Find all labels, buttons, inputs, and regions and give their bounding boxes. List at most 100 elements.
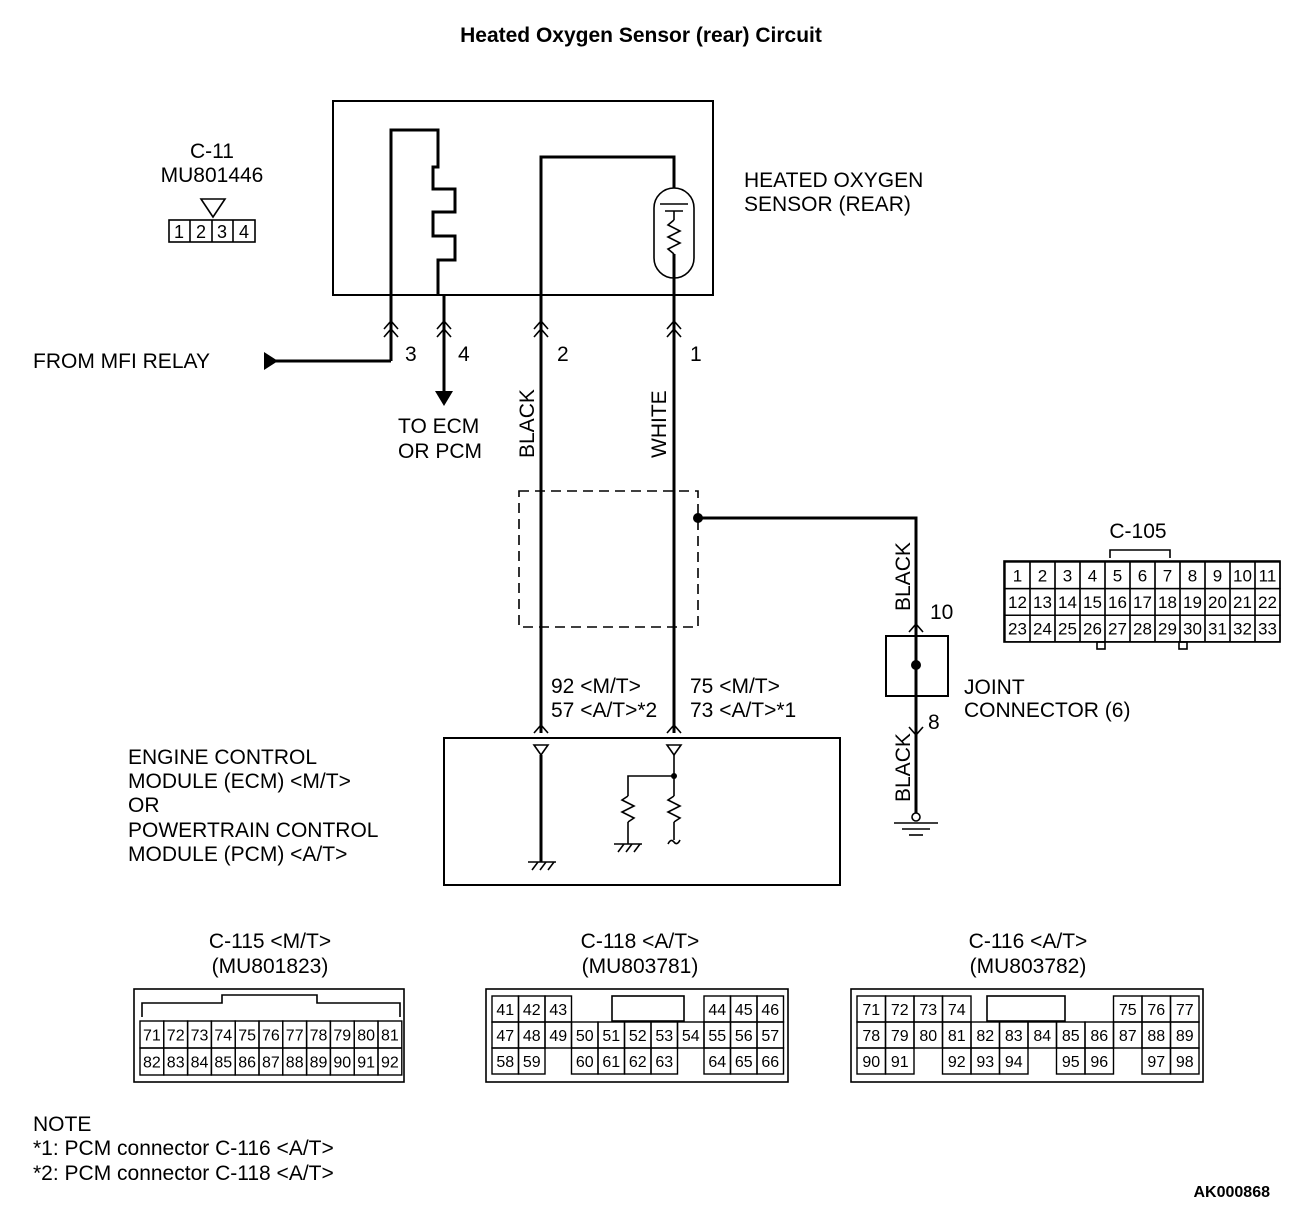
pin-number: 56 [735, 1028, 753, 1045]
pin-number: 91 [891, 1054, 909, 1071]
pin-number: 87 [262, 1054, 280, 1071]
pin-number: 76 [1147, 1002, 1165, 1019]
pin-number: 28 [1133, 620, 1152, 639]
pin-number: 66 [761, 1054, 779, 1071]
ecm-pin-label: 75 <M/T> [690, 675, 780, 698]
note-heading: NOTE [33, 1113, 91, 1136]
pin-number: 78 [862, 1028, 880, 1045]
connector-c118-housing [485, 988, 789, 1083]
pin-number: 92 [381, 1054, 399, 1071]
pin-number: 1 [690, 343, 702, 366]
pin-number: 91 [357, 1054, 375, 1071]
pin-number: 77 [286, 1027, 304, 1044]
pin-number: 4 [458, 343, 470, 366]
pin-number: 42 [523, 1002, 541, 1019]
pin-cell [1169, 1047, 1200, 1075]
connector-chevrons [908, 622, 924, 633]
pin-number: 11 [1259, 566, 1277, 585]
pin-number: 54 [682, 1028, 700, 1045]
pin-number: 12 [1008, 593, 1027, 612]
ecm-housing [443, 737, 841, 886]
pin-number: 7 [1163, 566, 1172, 585]
pin-number: 87 [1119, 1028, 1137, 1045]
pin-number: 74 [948, 1002, 966, 1019]
pin-number: 20 [1208, 593, 1227, 612]
pin-number: 22 [1258, 593, 1277, 612]
pin-number: 5 [1113, 566, 1122, 585]
c11-pin: 3 [217, 222, 227, 242]
pull-resistor-icon [620, 795, 636, 823]
oxygen-sensor: HEATED OXYGEN SENSOR (REAR) [332, 100, 923, 296]
pin-number: 94 [1005, 1054, 1023, 1071]
heater-element [389, 128, 457, 295]
pin-number: 61 [602, 1054, 620, 1071]
c11-pin: 1 [174, 222, 184, 242]
pin-number: 43 [549, 1002, 567, 1019]
pin-cell [1084, 1047, 1115, 1075]
pin-number: 6 [1138, 566, 1147, 585]
pin-number: 73 [919, 1002, 937, 1019]
pin-cell [756, 1047, 785, 1075]
circuit-continue-icon [667, 839, 681, 845]
ecm-label: POWERTRAIN CONTROL [128, 819, 378, 842]
sensor-label: SENSOR (REAR) [744, 193, 911, 216]
pin-number: 72 [891, 1002, 909, 1019]
pin-number: 8 [1188, 566, 1197, 585]
pin-number: 3 [1063, 566, 1072, 585]
pin-number: 75 [1119, 1002, 1137, 1019]
pin-number: 2 [557, 343, 569, 366]
diagram-title: Heated Oxygen Sensor (rear) Circuit [460, 24, 822, 47]
connector-c116-housing [850, 988, 1204, 1083]
connector-c115-housing [133, 988, 405, 1083]
pin-number: 32 [1233, 620, 1252, 639]
note-line: *1: PCM connector C-116 <A/T> [33, 1137, 334, 1160]
pin-number: 14 [1058, 593, 1077, 612]
pin-number: 74 [214, 1027, 232, 1044]
pin-number: 10 [930, 601, 953, 624]
note-line: *2: PCM connector C-118 <A/T> [33, 1162, 334, 1185]
connector-c11-id: C-11 [190, 140, 234, 163]
pin-number: 9 [1213, 566, 1222, 585]
pin-number: 96 [1090, 1054, 1108, 1071]
sensor-housing [332, 100, 714, 296]
connector-c105-id: C-105 [1109, 520, 1166, 543]
pin-number: 29 [1158, 620, 1177, 639]
pin-number: 63 [655, 1054, 673, 1071]
pin-number: 30 [1183, 620, 1202, 639]
pin-number: 83 [1005, 1028, 1023, 1045]
pin-number: 25 [1058, 620, 1077, 639]
pin-number: 98 [1176, 1054, 1194, 1071]
shield-box [518, 490, 699, 628]
connector-c115-id: C-115 <M/T> [209, 930, 331, 953]
pin-number: 55 [708, 1028, 726, 1045]
pin-number: 53 [655, 1028, 673, 1045]
connector-chevrons [383, 319, 682, 338]
ecm-label: MODULE (ECM) <M/T> [128, 770, 351, 793]
wire-color-label: BLACK [892, 733, 915, 802]
sensor-label: HEATED OXYGEN [744, 169, 923, 192]
connector-c118-id: C-118 <A/T> [581, 930, 700, 953]
pin-number: 95 [1062, 1054, 1080, 1071]
terminal-icon [532, 744, 550, 757]
pin-number: 83 [167, 1054, 185, 1071]
wire-color-label: WHITE [648, 390, 671, 458]
pin-number: 10 [1233, 566, 1252, 585]
pin-number: 49 [549, 1028, 567, 1045]
pin-number: 1 [1013, 566, 1022, 585]
pin-number: 47 [496, 1028, 514, 1045]
connector-c11-part: MU801446 [161, 164, 264, 187]
pin-cell [650, 1047, 679, 1075]
pin-number: 92 [948, 1054, 966, 1071]
pin-number: 75 [238, 1027, 256, 1044]
pin-number: 86 [238, 1054, 256, 1071]
pin-number: 88 [286, 1054, 304, 1071]
